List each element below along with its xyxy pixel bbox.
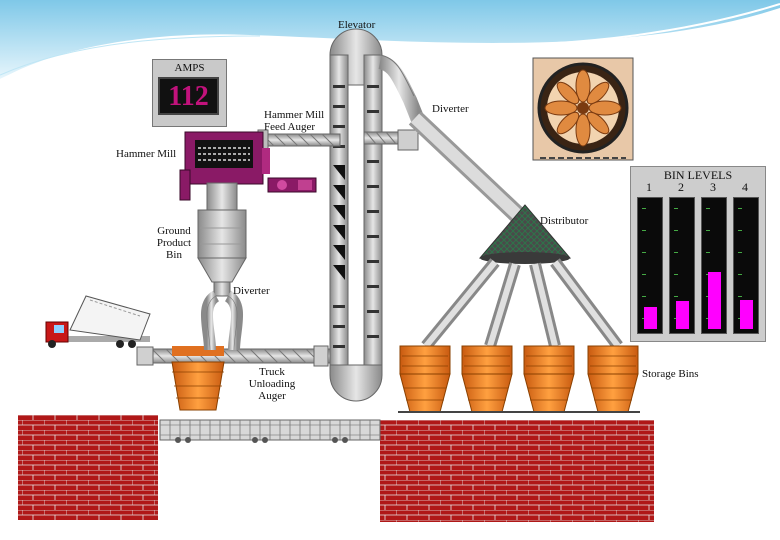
- label-ground-product-bin: Ground Product Bin: [152, 225, 196, 261]
- label-line: Bin: [152, 249, 196, 261]
- gauge-tick: [642, 252, 646, 253]
- amps-title: AMPS: [153, 62, 226, 74]
- label-elevator: Elevator: [338, 19, 375, 31]
- brick-wall-left: [18, 415, 158, 520]
- label-diverter-top: Diverter: [432, 103, 469, 115]
- storage-bin-4: [588, 346, 638, 412]
- amps-value: 112: [160, 81, 217, 113]
- storage-bin-2: [462, 346, 512, 412]
- hammer-mill-feed-auger: [258, 130, 340, 150]
- gauge-tick: [738, 208, 742, 209]
- label-line: Product: [152, 237, 196, 249]
- top-diverter-box: [398, 130, 418, 150]
- bin-level-gauge: [669, 197, 695, 334]
- label-hammer-mill: Hammer Mill: [116, 148, 176, 160]
- storage-bin-1: [400, 346, 450, 412]
- bin-level-gauge: [733, 197, 759, 334]
- bin-number: 4: [735, 180, 755, 195]
- gauge-tick: [738, 252, 742, 253]
- gauge-tick: [674, 274, 678, 275]
- label-diverter-bottom: Diverter: [233, 285, 270, 297]
- label-line: Ground: [152, 225, 196, 237]
- gauge-tick: [738, 230, 742, 231]
- label-hammer-mill-feed-auger: Hammer Mill Feed Auger: [264, 109, 324, 133]
- gauge-tick: [642, 296, 646, 297]
- bin-number: 3: [703, 180, 723, 195]
- gauge-tick: [706, 208, 710, 209]
- gauge-tick: [642, 230, 646, 231]
- bin-number: 2: [671, 180, 691, 195]
- receiving-hopper: [172, 346, 224, 410]
- label-line: Unloading: [246, 378, 298, 390]
- gauge-tick: [706, 252, 710, 253]
- bin-level-fill: [740, 300, 753, 329]
- label-line: Truck: [246, 366, 298, 378]
- bin-level-gauge: [637, 197, 663, 334]
- bin-levels-panel: BIN LEVELS 1 2 3 4: [630, 166, 766, 342]
- gauge-tick: [642, 208, 646, 209]
- storage-bin-3: [524, 346, 574, 412]
- gauge-tick: [674, 296, 678, 297]
- bin-level-fill: [644, 307, 657, 329]
- gauge-tick: [674, 230, 678, 231]
- gauge-tick: [738, 296, 742, 297]
- bin-level-gauge: [701, 197, 727, 334]
- gauge-tick: [674, 208, 678, 209]
- gauge-tick: [674, 252, 678, 253]
- exhaust-fan-icon: [533, 58, 633, 160]
- bin-number: 1: [639, 180, 659, 195]
- label-line: Feed Auger: [264, 121, 324, 133]
- distributor-cone: [480, 205, 570, 264]
- gauge-tick: [706, 230, 710, 231]
- dump-truck: [46, 296, 150, 348]
- bin-level-fill: [676, 301, 689, 329]
- label-line: Auger: [246, 390, 298, 402]
- label-distributor: Distributor: [540, 215, 588, 227]
- label-storage-bins: Storage Bins: [642, 368, 699, 380]
- brick-wall-right: [380, 420, 654, 522]
- bucket-elevator: [330, 29, 382, 401]
- label-truck-unloading-auger: Truck Unloading Auger: [246, 366, 298, 402]
- gauge-tick: [642, 274, 646, 275]
- label-line: Hammer Mill: [264, 109, 324, 121]
- amps-meter: AMPS 112: [152, 59, 227, 127]
- lower-diverter-pipes: [207, 296, 237, 350]
- elevator-spout: [380, 62, 418, 120]
- storage-bins: [398, 346, 640, 412]
- gauge-tick: [738, 274, 742, 275]
- amps-display: 112: [158, 77, 219, 115]
- bin-level-fill: [708, 272, 721, 329]
- rail-car: [160, 420, 380, 443]
- ground-product-bin: [198, 183, 246, 296]
